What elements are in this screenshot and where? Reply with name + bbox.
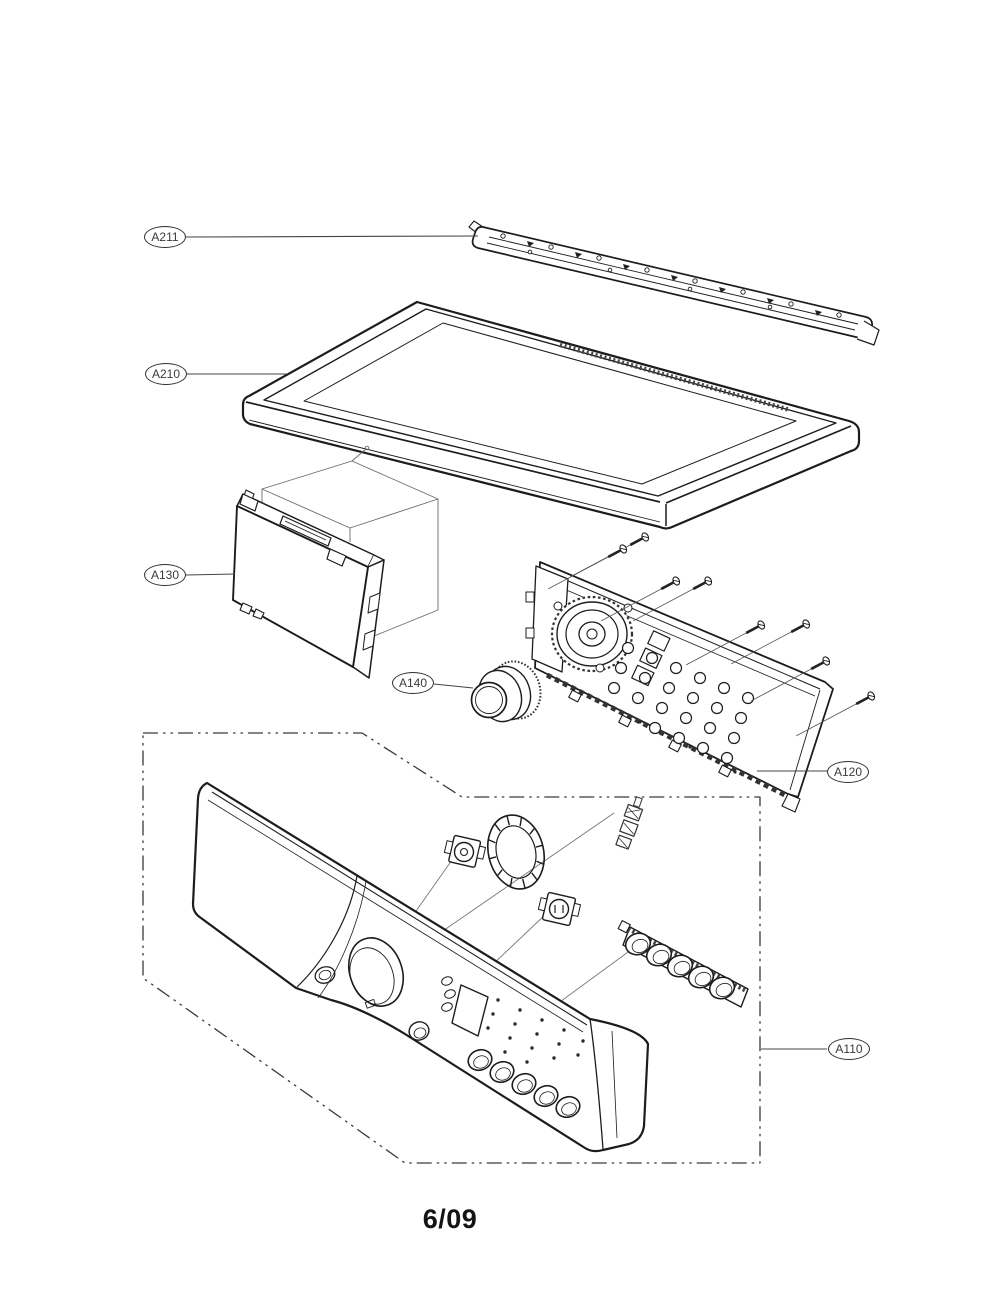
power-button-opening bbox=[408, 1021, 430, 1041]
control-panel-fascia bbox=[191, 781, 650, 1153]
callout-a110-label: A110 bbox=[835, 1042, 863, 1056]
indicator-openings bbox=[441, 976, 456, 1012]
callout-leader-lines bbox=[185, 235, 827, 1050]
part-a110-control-panel-assembly bbox=[142, 732, 761, 1164]
callout-a140: A140 bbox=[392, 672, 434, 694]
callout-a110: A110 bbox=[828, 1038, 870, 1060]
display-window bbox=[451, 984, 489, 1037]
part-a120-pcb-assembly bbox=[525, 530, 878, 813]
phantom-box-outline bbox=[261, 445, 439, 646]
seal-strip bbox=[559, 342, 791, 413]
callout-a211: A211 bbox=[144, 226, 186, 248]
callout-a130: A130 bbox=[144, 564, 186, 586]
tact-buttons bbox=[607, 641, 755, 765]
knob-bezel-ring bbox=[480, 809, 551, 895]
knob-opening bbox=[347, 937, 405, 1009]
retainer-clip bbox=[615, 796, 644, 850]
part-a211-trim-strip bbox=[468, 220, 880, 346]
switch-unit-1 bbox=[443, 834, 487, 868]
switch-unit-2 bbox=[537, 891, 582, 927]
callout-a130-label: A130 bbox=[150, 568, 180, 582]
panel-button-openings bbox=[467, 1048, 581, 1119]
revision-date: 6/09 bbox=[422, 1204, 478, 1234]
mounting-clips bbox=[568, 689, 801, 813]
part-a140-knob bbox=[470, 660, 542, 723]
callout-a140-label: A140 bbox=[398, 676, 428, 690]
callout-a210-label: A210 bbox=[151, 367, 181, 381]
button-strip bbox=[617, 920, 749, 1008]
callout-a120-label: A120 bbox=[833, 765, 863, 779]
callout-a120: A120 bbox=[827, 761, 869, 783]
assembly-boundary bbox=[142, 732, 761, 1164]
part-a210-top-plate bbox=[241, 300, 861, 530]
small-button-opening bbox=[314, 966, 336, 984]
board-test-points bbox=[638, 720, 737, 774]
callout-a211-label: A211 bbox=[151, 230, 179, 244]
part-a130-control-box bbox=[232, 445, 439, 679]
led-dots bbox=[486, 998, 585, 1064]
callout-a210: A210 bbox=[145, 363, 187, 385]
